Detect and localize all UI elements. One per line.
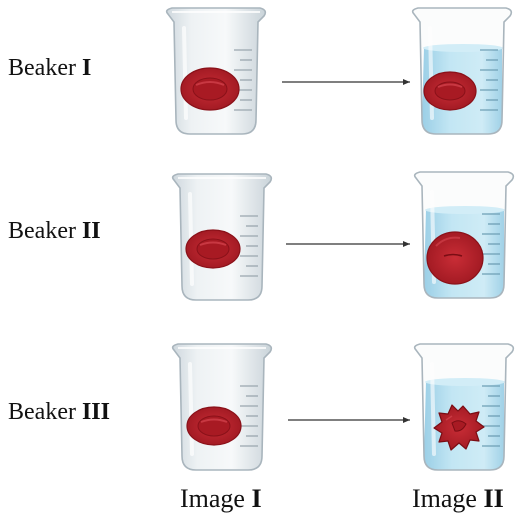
cell-1-after [423, 71, 477, 111]
beaker-2-label-numeral: II [81, 218, 101, 244]
beaker-1-label-prefix: Beaker [8, 55, 82, 81]
cell-3-after-crenated [433, 404, 485, 451]
beaker-1-after [411, 7, 513, 135]
cell-1-before [180, 67, 240, 111]
image-1-label-numeral: I [251, 484, 262, 513]
cell-2-before [185, 229, 241, 269]
image-1-label-prefix: Image [180, 484, 252, 513]
cell-3-before [186, 406, 242, 446]
row-2 [171, 171, 515, 301]
beaker-3-before [171, 343, 273, 471]
beaker-1-label: Beaker I [8, 54, 91, 82]
cell-2-after-swollen [426, 231, 484, 285]
image-2-label: Image II [412, 484, 504, 514]
beaker-2-label-prefix: Beaker [8, 218, 82, 244]
image-2-label-numeral: II [483, 484, 504, 513]
row-1 [165, 7, 513, 135]
beaker-2-label: Beaker II [8, 217, 101, 245]
image-2-label-prefix: Image [412, 484, 484, 513]
row-3 [171, 343, 515, 471]
beaker-3-label: Beaker III [8, 398, 110, 426]
beaker-1-label-numeral: I [81, 55, 92, 81]
image-1-label: Image I [180, 484, 262, 514]
beaker-3-label-prefix: Beaker [8, 399, 82, 425]
beaker-3-label-numeral: III [81, 399, 110, 425]
